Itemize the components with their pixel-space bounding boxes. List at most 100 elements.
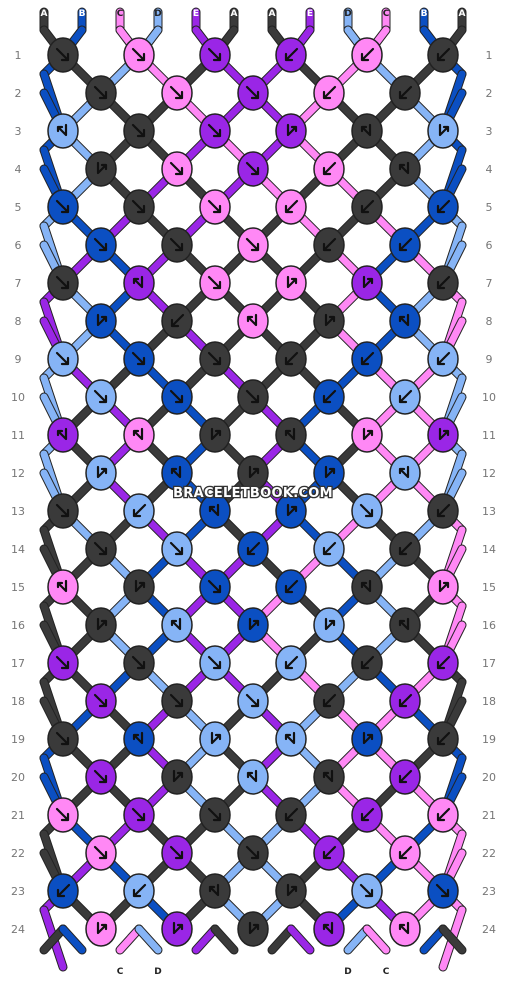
- row-number-left: 12: [11, 467, 25, 480]
- knot-arrow-icon: [360, 351, 375, 366]
- knot-arrow-icon: [56, 579, 68, 593]
- knot-arrow-icon: [245, 389, 260, 404]
- row-number-right: 10: [482, 391, 496, 404]
- knot-arrow-icon: [245, 237, 260, 252]
- knot: [199, 189, 231, 225]
- row-number-left: 10: [11, 391, 25, 404]
- knot-arrow-icon: [245, 693, 260, 708]
- knot-arrow-icon: [169, 161, 184, 176]
- knot-arrow-icon: [172, 769, 184, 783]
- knot: [123, 645, 155, 681]
- knot: [275, 873, 307, 909]
- knot: [389, 303, 421, 339]
- strand-label-bottom: D: [154, 967, 161, 977]
- knot: [85, 151, 117, 187]
- knot-arrow-icon: [284, 731, 296, 745]
- strand-label-top: E: [193, 9, 199, 19]
- knot: [85, 835, 117, 871]
- knot-arrow-icon: [322, 85, 337, 100]
- knot-arrow-icon: [93, 85, 108, 100]
- knot-arrow-icon: [96, 465, 108, 479]
- knot: [313, 683, 345, 719]
- knot-arrow-icon: [93, 769, 108, 784]
- knot-arrow-icon: [93, 541, 108, 556]
- row-number-right: 19: [482, 733, 496, 746]
- strand-end-bottom: [191, 924, 220, 955]
- strand-label-top: A: [41, 9, 48, 19]
- strand-label-bottom: D: [344, 967, 351, 977]
- knot: [275, 645, 307, 681]
- knot-arrow-icon: [55, 351, 70, 366]
- row-number-left: 3: [15, 125, 22, 138]
- knot-arrow-icon: [93, 693, 108, 708]
- knot-arrow-icon: [207, 123, 222, 138]
- row-number-right: 6: [486, 239, 493, 252]
- knot-arrow-icon: [56, 123, 68, 137]
- row-number-right: 8: [486, 315, 493, 328]
- row-number-left: 22: [11, 847, 25, 860]
- knot: [85, 303, 117, 339]
- knot-arrow-icon: [284, 47, 299, 62]
- strand-label-top: A: [459, 9, 466, 19]
- strand-end-bottom: [58, 924, 87, 955]
- knot-arrow-icon: [172, 921, 184, 935]
- strand-label-bottom: B: [79, 967, 86, 977]
- strand-label-bottom: A: [269, 967, 276, 977]
- knot-arrow-icon: [398, 237, 413, 252]
- knot: [275, 721, 307, 757]
- knot: [161, 303, 193, 339]
- row-number-right: 21: [482, 809, 496, 822]
- strand-label-bottom: A: [231, 967, 238, 977]
- row-number-right: 4: [486, 163, 493, 176]
- knot-arrow-icon: [55, 47, 70, 62]
- knot: [123, 37, 155, 73]
- knot: [199, 265, 231, 301]
- knot: [389, 455, 421, 491]
- knot-arrow-icon: [93, 237, 108, 252]
- strand-label-top: A: [231, 9, 238, 19]
- knot: [237, 75, 269, 111]
- row-number-right: 9: [486, 353, 493, 366]
- knot-arrow-icon: [284, 807, 299, 822]
- knot: [427, 493, 459, 529]
- knot-arrow-icon: [170, 617, 182, 631]
- strand-end-bottom: [210, 924, 239, 955]
- knot: [275, 37, 307, 73]
- knot-arrow-icon: [207, 655, 222, 670]
- knot-arrow-icon: [245, 161, 260, 176]
- knot: [161, 379, 193, 415]
- knot: [199, 873, 231, 909]
- strand-label-top: B: [79, 9, 86, 19]
- row-number-right: 24: [482, 923, 496, 936]
- knot: [47, 493, 79, 529]
- knot-arrow-icon: [360, 807, 375, 822]
- knot: [123, 569, 155, 605]
- knot-arrow-icon: [132, 427, 144, 441]
- row-number-left: 5: [15, 201, 22, 214]
- knot: [389, 683, 421, 719]
- knot: [275, 113, 307, 149]
- knot: [275, 189, 307, 225]
- knot: [389, 607, 421, 643]
- knot-arrow-icon: [360, 123, 372, 137]
- knot-arrow-icon: [93, 845, 108, 860]
- knot: [427, 417, 459, 453]
- knot: [351, 113, 383, 149]
- knot-arrow-icon: [438, 123, 450, 137]
- knot-arrow-icon: [322, 845, 337, 860]
- knot-arrow-icon: [324, 465, 336, 479]
- knot: [351, 37, 383, 73]
- knot: [85, 607, 117, 643]
- knot: [237, 151, 269, 187]
- knot-arrow-icon: [438, 579, 450, 593]
- knot: [313, 607, 345, 643]
- knot: [389, 75, 421, 111]
- knot: [351, 417, 383, 453]
- knot-arrow-icon: [286, 503, 298, 517]
- watermark: BRACELETBOOK.COM: [173, 486, 333, 501]
- knot: [85, 455, 117, 491]
- knot: [389, 531, 421, 567]
- knot-arrow-icon: [207, 579, 222, 594]
- knot-arrow-icon: [132, 883, 147, 898]
- knot-arrow-icon: [170, 465, 182, 479]
